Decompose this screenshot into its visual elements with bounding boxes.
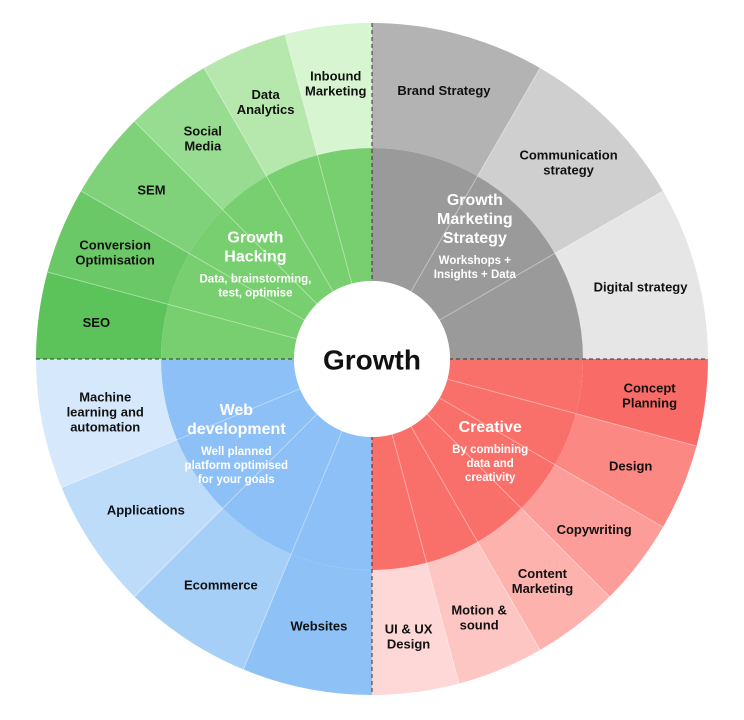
segment-separator [439, 190, 664, 321]
segment-label-applications: Applications [107, 503, 185, 518]
segment-ui-ux-design [372, 562, 459, 695]
quadrant-subtitle-growth-hacking: Data, brainstorming,test, optimise [200, 274, 312, 300]
inner-segment-sem [189, 209, 317, 320]
inner-segment-communication-strategy [411, 176, 555, 320]
inner-segment-digital-strategy [439, 253, 583, 359]
inner-segment-seo [161, 304, 297, 359]
segment-label-brand-strategy: Brand Strategy [397, 83, 491, 98]
segment-copywriting [521, 464, 663, 597]
segment-separator [61, 388, 301, 489]
outer-ring [36, 23, 708, 695]
segment-social-media [134, 68, 267, 210]
segment-label-websites: Websites [291, 618, 348, 633]
segment-separator [134, 121, 318, 305]
segment-label-sem: SEM [137, 182, 165, 197]
inner-segment-websites [291, 431, 372, 570]
segment-brand-strategy [372, 23, 540, 177]
segment-motion-sound [426, 541, 540, 684]
inner-segment-conversion-optimisation [168, 253, 305, 339]
inner-segment-ui-ux-design [372, 434, 427, 570]
segment-separator [134, 413, 318, 597]
segment-conversion-optimisation [47, 191, 190, 305]
segment-applications [61, 439, 223, 597]
segment-websites [243, 553, 372, 695]
inner-segment-machine-learning-and-automation [161, 359, 300, 440]
segment-digital-strategy [554, 191, 708, 359]
segment-sem [81, 121, 223, 254]
quadrant-title-creative: Creative [459, 419, 522, 436]
inner-segment-content-marketing [411, 414, 522, 542]
segment-separator [391, 434, 460, 684]
quadrant-subtitle-growth-marketing-strategy: Workshops +Insights + Data [434, 255, 517, 281]
segment-concept-planning [575, 359, 708, 446]
segment-separator [284, 34, 353, 284]
segment-label-digital-strategy: Digital strategy [594, 280, 689, 295]
segment-separator [242, 430, 343, 670]
segment-label-seo: SEO [83, 315, 110, 330]
segment-content-marketing [477, 508, 610, 650]
segment-label-design: Design [609, 459, 652, 474]
inner-ring [161, 148, 583, 570]
segment-communication-strategy [477, 68, 663, 254]
segment-data-analytics [204, 34, 318, 177]
segment-separator [410, 426, 541, 651]
segment-separator [47, 271, 297, 340]
segment-label-copywriting: Copywriting [557, 522, 632, 537]
segment-label-ecommerce: Ecommerce [184, 578, 258, 593]
segment-separator [410, 67, 541, 292]
inner-segment-ecommerce [222, 414, 343, 554]
segment-separator [439, 397, 664, 528]
inner-segment-copywriting [427, 398, 555, 509]
inner-segment-inbound-marketing [317, 148, 372, 284]
inner-segment-applications [177, 388, 317, 509]
segment-separator [80, 190, 305, 321]
segment-ecommerce [134, 508, 292, 670]
segment-separator [203, 67, 334, 292]
center-circle [294, 281, 450, 437]
segment-inbound-marketing [285, 23, 372, 156]
segment-label-motion-sound: Motion &sound [451, 603, 507, 633]
segment-separator [447, 378, 697, 447]
inner-segment-motion-sound [392, 426, 478, 563]
inner-segment-brand-strategy [372, 148, 478, 292]
segment-machine-learning-and-automation [36, 359, 178, 488]
inner-segment-design [439, 379, 576, 465]
inner-segment-social-media [222, 176, 333, 304]
segment-seo [36, 272, 169, 359]
segment-design [554, 413, 697, 527]
segment-separator [426, 413, 610, 597]
inner-segment-data-analytics [266, 155, 352, 292]
center-title: Growth [323, 345, 421, 376]
inner-segment-concept-planning [447, 359, 583, 414]
center-hub: Growth [294, 281, 450, 437]
